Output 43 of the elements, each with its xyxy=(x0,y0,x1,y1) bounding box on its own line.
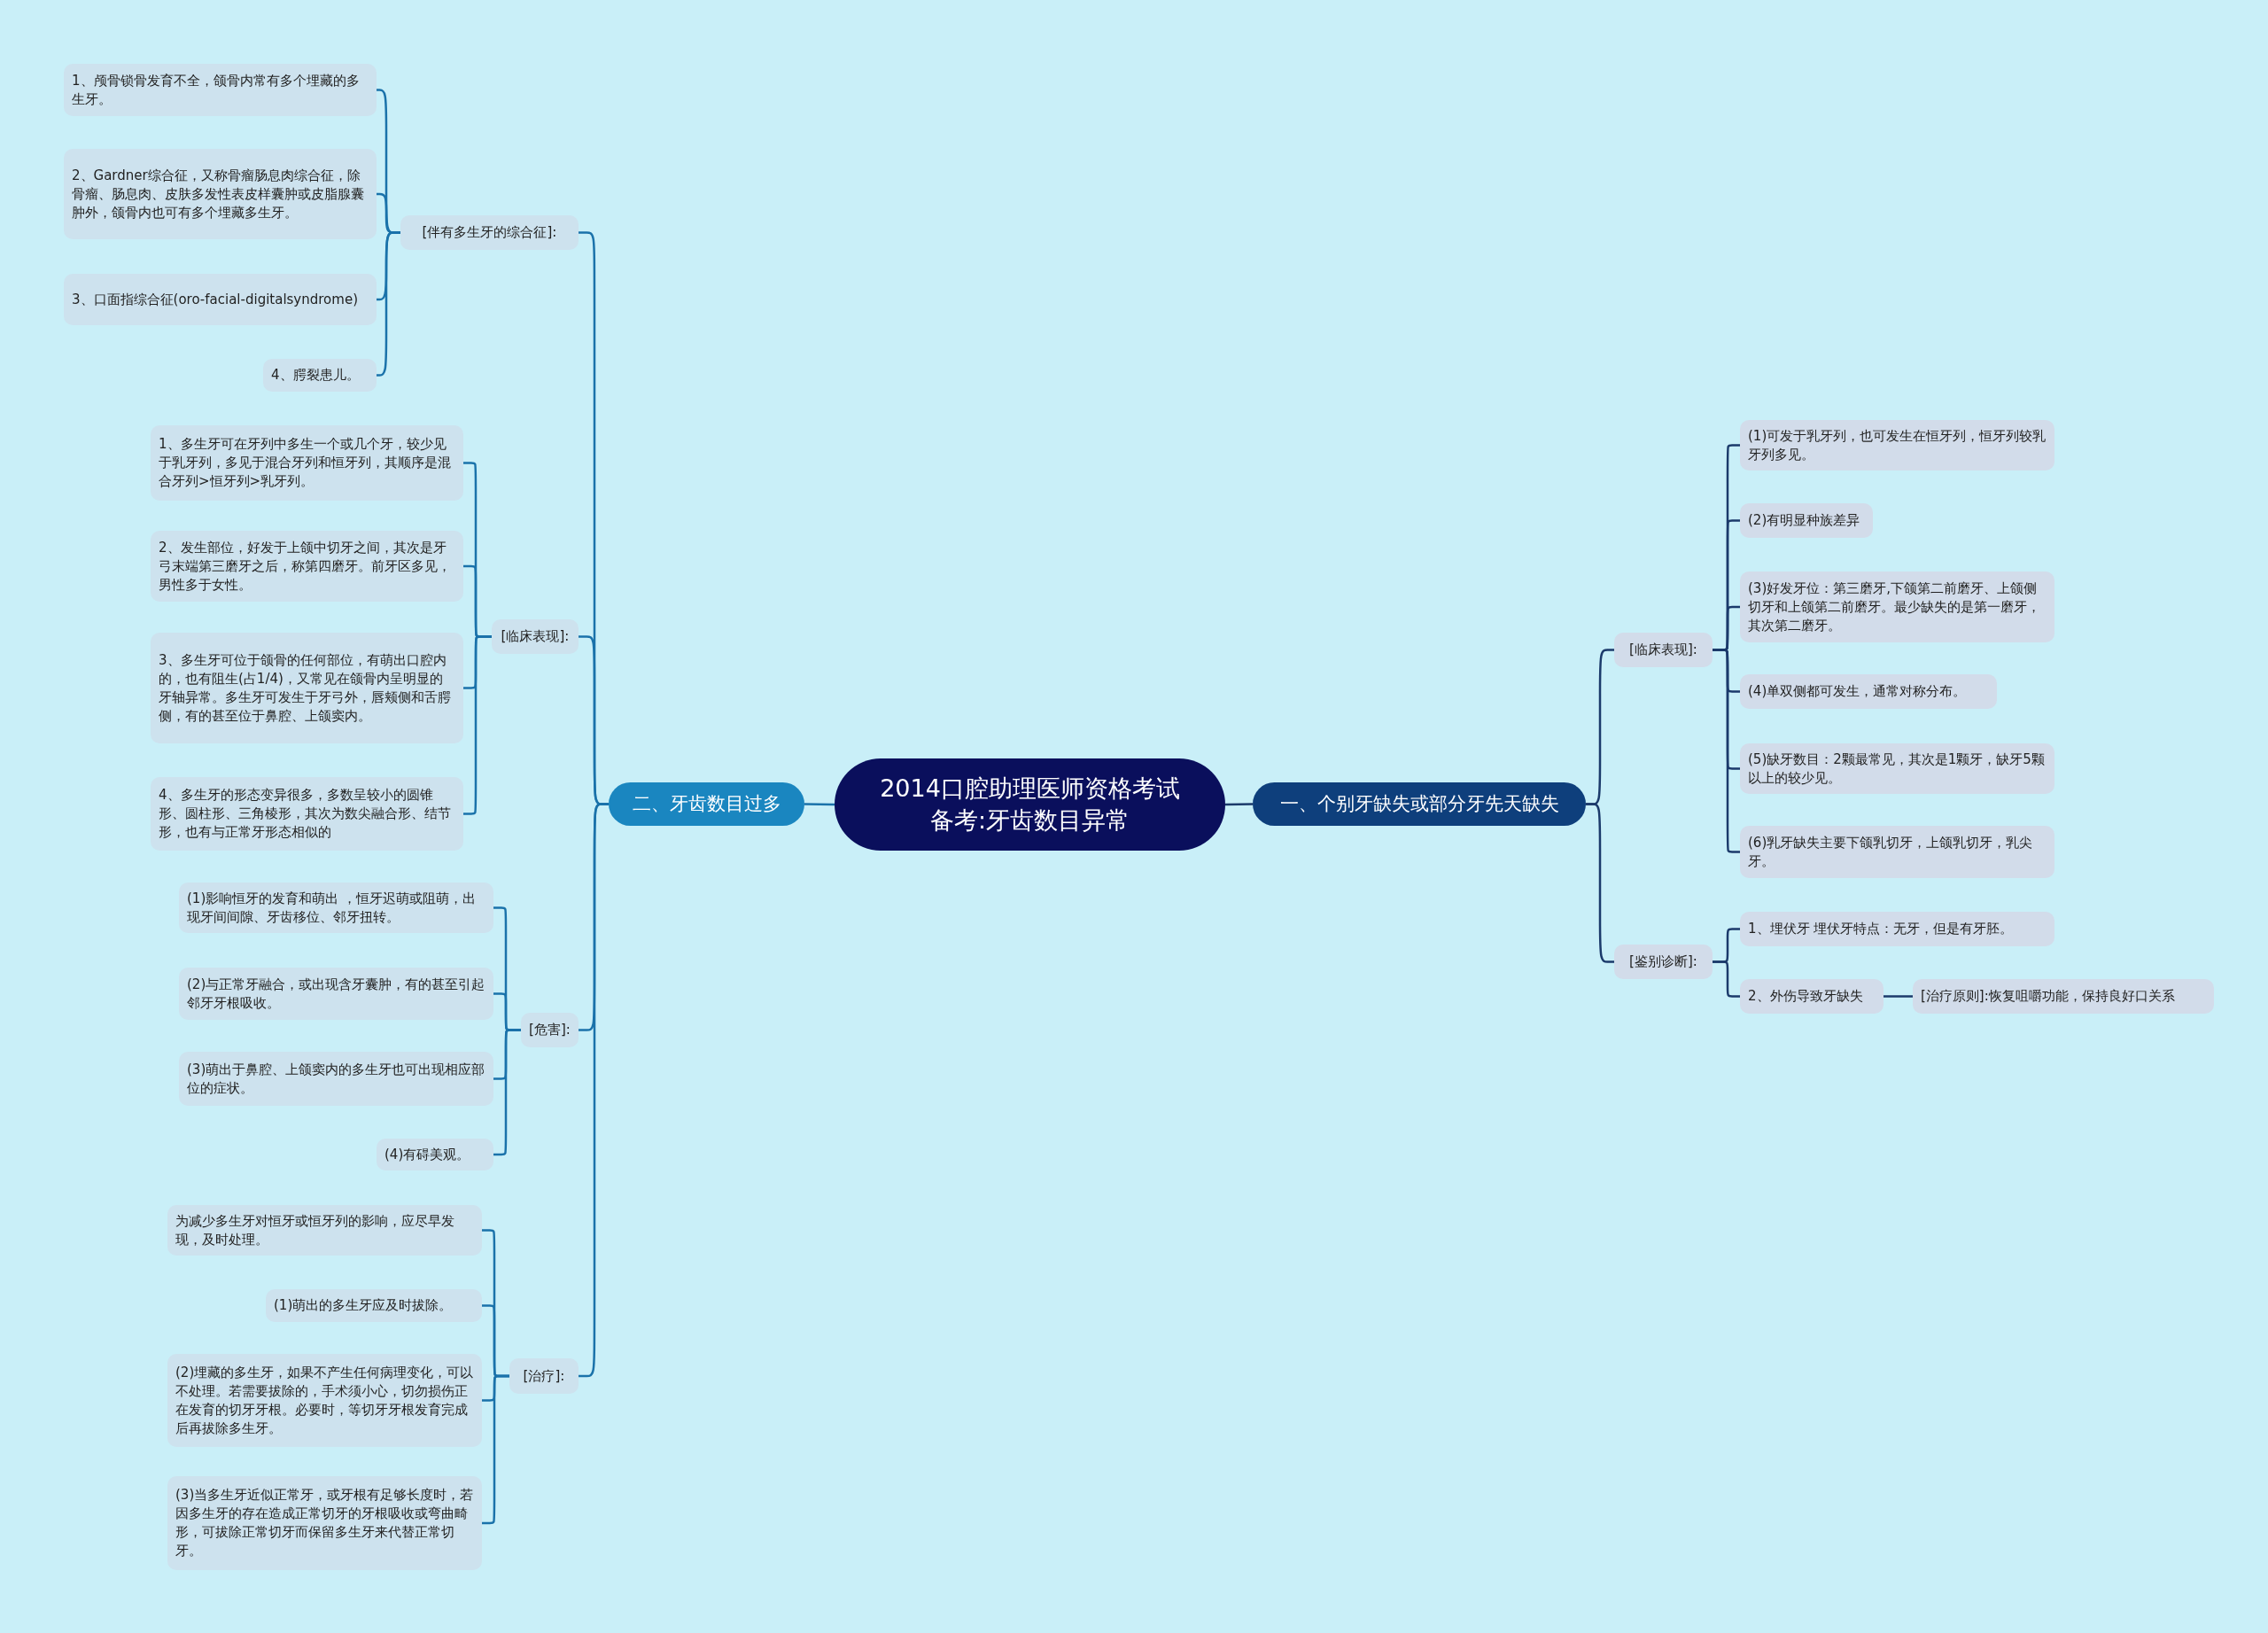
detail-note: [治疗原则]:恢复咀嚼功能，保持良好口关系 xyxy=(1913,979,2214,1014)
connector-line xyxy=(1224,803,1254,806)
subtopic-label: [临床表现]: xyxy=(1614,633,1713,667)
connector-line xyxy=(482,1374,509,1525)
detail-note: 1、颅骨锁骨发育不全，颌骨内常有多个埋藏的多生牙。 xyxy=(64,64,377,116)
detail-note: (3)好发牙位：第三磨牙,下颌第二前磨牙、上颌侧切牙和上颌第二前磨牙。最少缺失的是第一磨牙，其次第二磨牙。 xyxy=(1740,572,2054,642)
subtopic-label: [临床表现]: xyxy=(492,619,579,654)
detail-note: 4、腭裂患儿。 xyxy=(263,359,377,392)
connector-line xyxy=(1713,960,1740,998)
detail-note: 2、外伤导致牙缺失 xyxy=(1740,979,1884,1014)
connector-line xyxy=(1713,649,1740,853)
detail-note: 3、多生牙可位于颌骨的任何部位，有萌出口腔内的，也有阻生(占1/4)，又常见在颌骨内呈明显的牙轴异常。多生牙可发生于牙弓外，唇颊侧和舌腭侧，有的甚至位于鼻腔、上颌窦内。 xyxy=(151,633,463,743)
detail-note: (3)萌出于鼻腔、上颌窦内的多生牙也可出现相应部位的症状。 xyxy=(179,1052,493,1106)
detail-note: (5)缺牙数目：2颗最常见，其次是1颗牙，缺牙5颗以上的较少见。 xyxy=(1740,743,2054,794)
subtopic-label: [鉴别诊断]: xyxy=(1614,945,1713,979)
detail-note: 为减少多生牙对恒牙或恒牙列的影响，应尽早发现，及时处理。 xyxy=(167,1205,482,1256)
detail-note: (3)当多生牙近似正常牙，或牙根有足够长度时，若因多生牙的存在造成正常切牙的牙根吸收或弯曲畸形，可拔除正常切牙而保留多生牙来代替正常切牙。 xyxy=(167,1476,482,1570)
branch-topic: 二、牙齿数目过多 xyxy=(609,782,804,826)
detail-note: (2)有明显种族差异 xyxy=(1740,503,1873,538)
detail-note: 2、发生部位，好发于上颌中切牙之间，其次是牙弓末端第三磨牙之后，称第四磨牙。前牙区多见，男性多于女性。 xyxy=(151,531,463,602)
central-topic: 2014口腔助理医师资格考试备考:牙齿数目异常 xyxy=(835,758,1225,851)
subtopic-label: [治疗]: xyxy=(509,1358,579,1394)
connector-line xyxy=(804,803,835,806)
detail-note: (4)有碍美观。 xyxy=(377,1139,493,1170)
connector-line xyxy=(1884,995,1913,998)
detail-note: (4)单双侧都可发生，通常对称分布。 xyxy=(1740,674,1997,709)
detail-note: (2)埋藏的多生牙，如果不产生任何病理变化，可以不处理。若需要拔除的，手术须小心，切勿损伤正在发育的切牙牙根。必要时，等切牙牙根发育完成后再拔除多生牙。 xyxy=(167,1354,482,1447)
subtopic-label: [伴有多生牙的综合征]: xyxy=(400,215,579,250)
detail-note: 1、多生牙可在牙列中多生一个或几个牙，较少见于乳牙列，多见于混合牙列和恒牙列，其顺序是混合牙列>恒牙列>乳牙列。 xyxy=(151,425,463,501)
connector-line xyxy=(493,1029,521,1156)
detail-note: (2)与正常牙融合，或出现含牙囊肿，有的甚至引起邻牙牙根吸收。 xyxy=(179,968,493,1020)
detail-note: 4、多生牙的形态变异很多，多数呈较小的圆锥形、圆柱形、三角棱形，其次为数尖融合形、结节形，也有与正常牙形态相似的 xyxy=(151,777,463,851)
subtopic-label: [危害]: xyxy=(521,1013,579,1047)
detail-note: (1)可发于乳牙列，也可发生在恒牙列，恒牙列较乳牙列多见。 xyxy=(1740,420,2054,470)
detail-note: (1)萌出的多生牙应及时拔除。 xyxy=(266,1289,482,1322)
detail-note: 3、口面指综合征(oro-facial-digitalsyndrome) xyxy=(64,274,377,325)
branch-topic: 一、个别牙缺失或部分牙先天缺失 xyxy=(1253,782,1586,826)
connector-line xyxy=(376,231,400,377)
detail-note: 2、Gardner综合征，又称骨瘤肠息肉综合征，除骨瘤、肠息肉、皮肤多发性表皮样囊肿或皮脂腺囊肿外，颌骨内也可有多个埋藏多生牙。 xyxy=(64,149,377,239)
connector-line xyxy=(463,635,492,815)
detail-note: (1)影响恒牙的发育和萌出 ，恒牙迟萌或阻萌，出现牙间间隙、牙齿移位、邻牙扭转。 xyxy=(179,883,493,933)
detail-note: 1、埋伏牙 埋伏牙特点：无牙，但是有牙胚。 xyxy=(1740,912,2054,946)
detail-note: (6)乳牙缺失主要下颌乳切牙，上颌乳切牙，乳尖牙。 xyxy=(1740,826,2054,878)
